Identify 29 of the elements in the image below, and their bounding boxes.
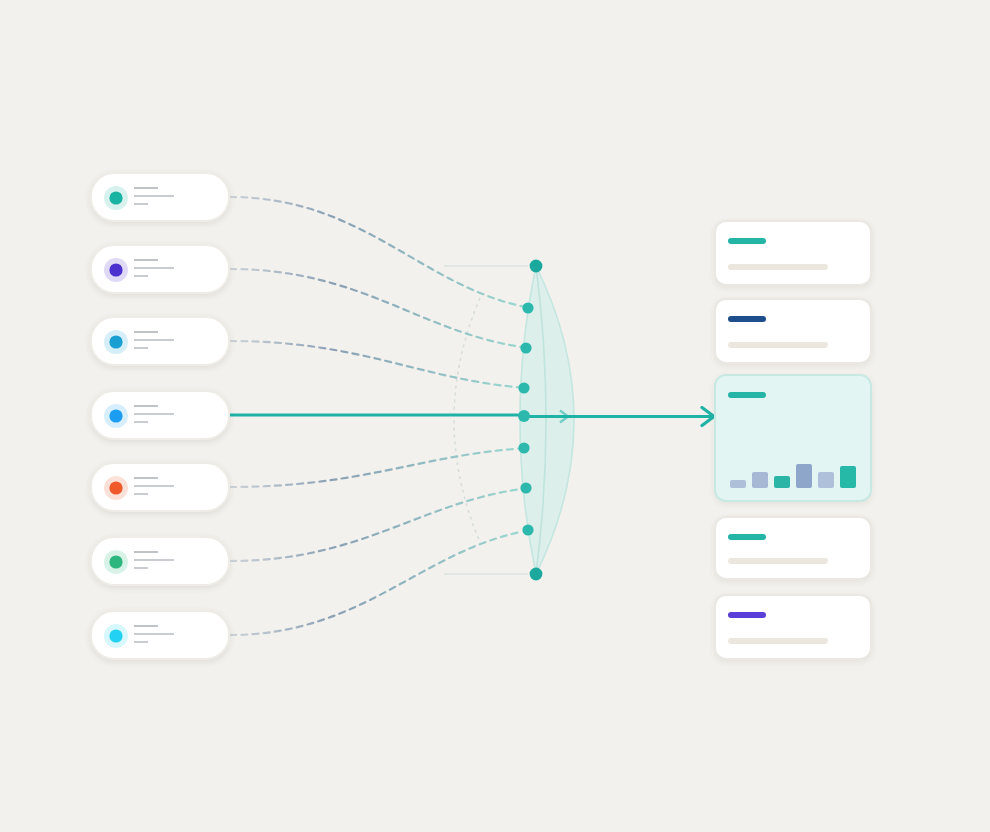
arrow [528, 406, 716, 428]
connection-dot [522, 524, 534, 536]
source-card [90, 172, 230, 222]
connection-dot [520, 342, 532, 354]
source-card [90, 316, 230, 366]
output-card [714, 594, 872, 660]
dashed-connector [228, 195, 524, 308]
source-card [90, 610, 230, 660]
dashed-connector [228, 488, 522, 563]
connection-dot [518, 442, 530, 454]
connector-line [228, 413, 520, 417]
connection-dot [529, 259, 543, 273]
dashed-connector [228, 530, 524, 637]
output-card [714, 298, 872, 364]
dashed-connector [228, 339, 520, 389]
connection-dot [518, 382, 530, 394]
output-card [714, 220, 872, 286]
connection-dot [520, 482, 532, 494]
source-card [90, 462, 230, 512]
connection-dot [529, 567, 543, 581]
highlighted-output-card [714, 374, 872, 502]
output-card [714, 516, 872, 580]
dashed-connector [228, 267, 522, 348]
connection-dot [522, 302, 534, 314]
source-card [90, 390, 230, 440]
source-card [90, 536, 230, 586]
source-card [90, 244, 230, 294]
connection-dot [518, 410, 530, 422]
dashed-connector [228, 447, 520, 489]
